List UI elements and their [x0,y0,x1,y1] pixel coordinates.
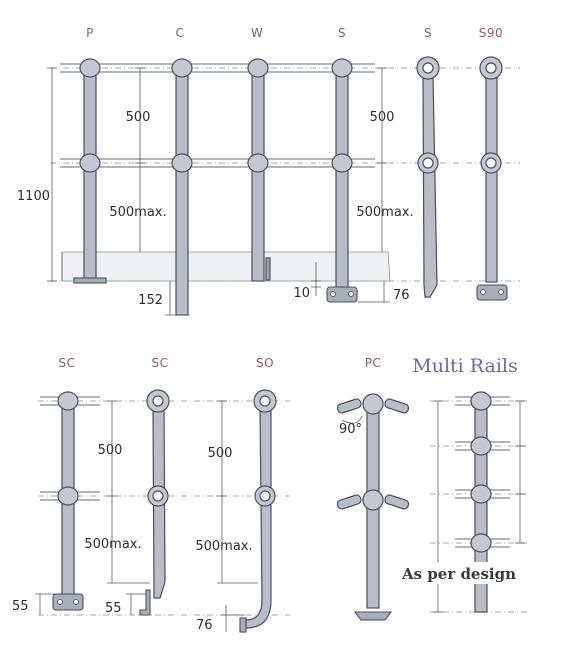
dim-76-a: 76 [393,288,410,303]
label-sc: SC [59,356,76,370]
as-per-design-note: As per design [401,565,516,583]
post-s [326,58,358,303]
dim-76-bottom [221,605,245,632]
post-so [239,389,277,633]
dim-152-text: 152 [138,293,163,308]
dim-500-bottom-left [107,400,150,584]
dim-500-bottom-mid [217,400,258,584]
dim-500max-a: 500max. [109,205,166,220]
label-s-side: S [424,26,432,40]
label-s90: S90 [479,26,503,40]
post-w [247,58,271,282]
label-pc: PC [365,356,382,370]
post-sc [52,391,84,611]
angle-90-text: 90° [339,422,362,437]
multi-rails-title: Multi Rails [412,355,518,377]
label-p: P [86,26,94,40]
dim-500max-c: 500max. [84,537,141,552]
label-w: W [251,26,263,40]
dim-55-b-text: 55 [105,601,122,616]
post-p [73,58,107,284]
note-background [397,562,522,584]
post-sc-side [139,389,170,616]
label-s: S [338,26,346,40]
post-s-side [416,56,440,298]
dim-10-text: 10 [293,286,310,301]
dim-55-b [126,593,146,615]
post-pc [336,393,410,621]
post-s90 [476,56,508,301]
dim-500-d: 500 [208,446,233,461]
label-c: C [176,26,185,40]
dim-500max-b: 500max. [356,205,413,220]
dim-500-b: 500 [370,110,395,125]
label-sc-side: SC [152,356,169,370]
dim-10 [311,262,321,296]
dim-500max-d: 500max. [195,539,252,554]
dim-500-top-left [135,67,145,252]
dim-76-top [358,281,390,303]
multi-rails-centerlines [430,400,530,613]
rails-top [60,63,375,168]
dim-152 [165,281,190,316]
label-so: SO [256,356,274,370]
dim-76-b: 76 [196,618,213,633]
dim-500-c: 500 [98,443,123,458]
dim-500-top-right [377,67,387,252]
dim-55-a [35,593,55,615]
dim-55-a-text: 55 [12,599,29,614]
dim-500-a: 500 [126,110,151,125]
dim-1100-text: 1100 [17,189,50,204]
dim-1100 [47,67,57,282]
post-multi-rails [470,391,492,613]
